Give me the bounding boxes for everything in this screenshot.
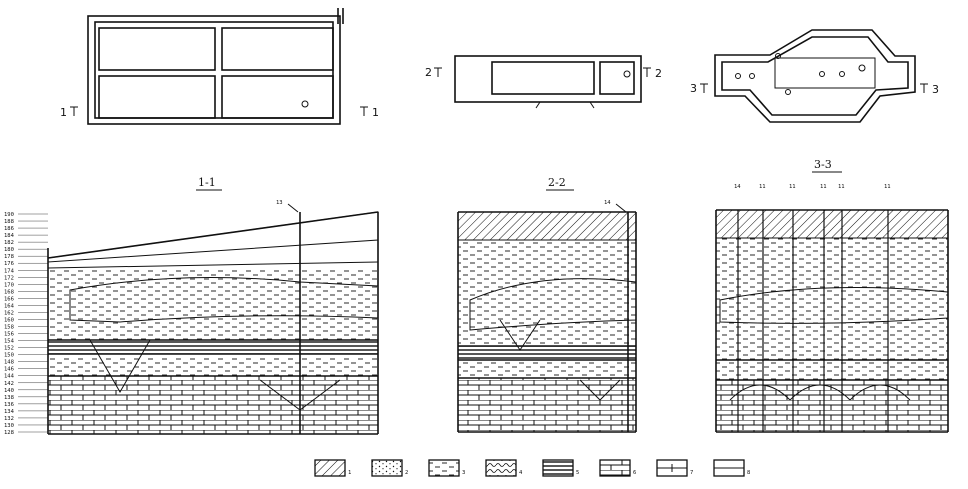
plan-2: 2 2 [425,55,662,109]
section-1-title: 1-1 [198,176,216,189]
legend-swatch [599,459,631,477]
section-1-1: 13 [47,200,379,435]
well-label: 11 [789,184,796,190]
legend-swatch [542,459,574,477]
elevation-tick-label: 156 [4,332,14,338]
elevation-tick-label: 148 [4,360,14,366]
legend-number: 8 [747,470,750,476]
elevation-tick-label: 180 [4,247,14,253]
elevation-tick-label: 168 [4,289,14,295]
elevation-tick-label: 134 [4,409,15,415]
well-label: 11 [884,184,891,190]
plan-3: 3 3 [690,29,939,123]
elevation-tick-label: 158 [4,325,14,331]
legend-number: 2 [405,470,408,476]
section-3-3: 14 11 11 11 11 11 [715,184,949,433]
legend-item-7: 7 [656,459,693,477]
legend-item-2: 2 [371,459,408,477]
legend-item-6: 6 [599,459,636,477]
legend-number: 3 [462,470,465,476]
legend-item-8: 8 [713,459,750,477]
elevation-tick-label: 172 [4,275,14,281]
legend-swatch [371,459,403,477]
section-3-wells: 14 11 11 11 11 11 [734,184,891,432]
plan-1: 1 1 [60,8,379,125]
elevation-tick-label: 130 [4,423,14,429]
elevation-tick-label: 150 [4,353,14,359]
elevation-tick-label: 176 [4,261,14,267]
legend-swatch [428,459,460,477]
legend: 1 2 3 4 5 6 7 8 [314,459,750,477]
section-2-2: 14 [457,200,637,433]
plan-1-mark-left: 1 [60,106,67,119]
well-label: 11 [820,184,827,190]
legend-item-3: 3 [428,459,465,477]
section-3-title: 3-3 [814,158,832,171]
elevation-tick-label: 190 [4,212,14,218]
section-2-title: 2-2 [548,176,566,189]
elevation-tick-label: 162 [4,310,14,316]
plan-2-mark-right: 2 [655,67,662,80]
elevation-tick-label: 138 [4,395,14,401]
plan-1-mark-right: 1 [372,106,379,119]
well-label: 13 [276,200,283,206]
well-marker-icon [301,100,309,108]
well-label: 14 [604,200,611,206]
elevation-tick-label: 144 [4,374,15,380]
legend-number: 6 [633,470,636,476]
legend-item-5: 5 [542,459,579,477]
elevation-tick-label: 160 [4,317,14,323]
legend-item-4: 4 [485,459,523,477]
elevation-tick-label: 170 [4,282,14,288]
elevation-tick-label: 152 [4,346,14,352]
legend-number: 5 [576,470,579,476]
elevation-tick-label: 186 [4,226,14,232]
plan-3-mark-right: 3 [932,83,939,96]
plan-3-mark-left: 3 [690,82,697,95]
well-label: 14 [734,184,741,190]
well-marker-icon [623,70,631,78]
legend-number: 1 [348,470,351,476]
elevation-tick-label: 142 [4,381,14,387]
legend-swatch [485,459,517,477]
elevation-tick-label: 164 [4,303,15,309]
elevation-tick-label: 136 [4,402,14,408]
elevation-tick-label: 178 [4,254,14,260]
elevation-tick-label: 146 [4,367,14,373]
well-marker-icon [858,64,866,72]
well-label: 11 [838,184,845,190]
elevation-tick-label: 184 [4,233,15,239]
elevation-tick-label: 174 [4,268,15,274]
legend-number: 4 [519,470,523,476]
plan-2-mark-left: 2 [425,66,432,79]
elevation-tick-label: 166 [4,296,14,302]
legend-number: 7 [690,470,693,476]
elevation-tick-label: 140 [4,388,14,394]
elevation-tick-label: 154 [4,339,15,345]
legend-item-1: 1 [314,459,351,477]
elevation-scale: 1901881861841821801781761741721701681661… [4,212,48,436]
elevation-tick-label: 188 [4,219,14,225]
well-label: 11 [759,184,766,190]
legend-swatch [314,459,346,477]
elevation-tick-label: 132 [4,416,14,422]
elevation-tick-label: 128 [4,430,14,436]
elevation-tick-label: 182 [4,240,14,246]
